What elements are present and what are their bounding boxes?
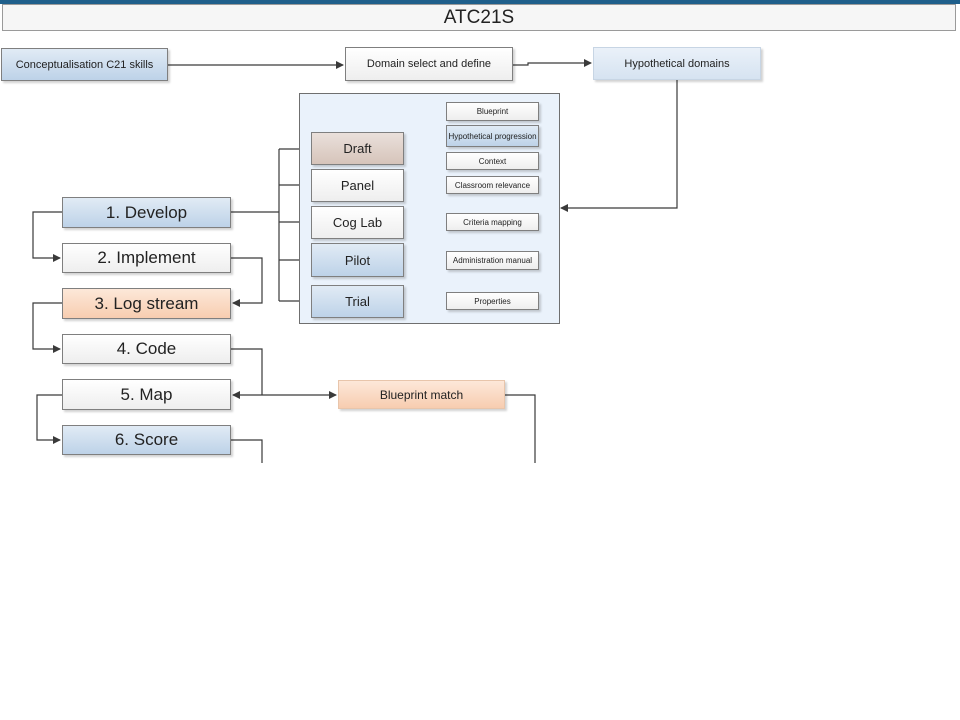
stage-code: 4. Code	[62, 334, 231, 364]
stage-implement: 2. Implement	[62, 243, 231, 273]
diagram-title: ATC21S	[2, 4, 956, 31]
arrow-implement-to-logstream	[231, 257, 263, 307]
top-accent-bar	[0, 0, 960, 4]
blueprint-match-box: Blueprint match	[338, 380, 505, 409]
stage-score: 6. Score	[62, 425, 231, 455]
domain-select-box: Domain select and define	[345, 47, 513, 81]
step-panel: Panel	[311, 169, 404, 202]
step-draft: Draft	[311, 132, 404, 165]
output-hypothetical-progression: Hypothetical progression	[446, 125, 539, 147]
stage-log-stream: 3. Log stream	[62, 288, 231, 319]
hypothetical-domains-box: Hypothetical domains	[593, 47, 761, 80]
arrow-logstream-to-code	[32, 302, 62, 353]
score-connector	[231, 439, 263, 463]
arrow-hypothetical-to-panel	[560, 80, 678, 212]
stage-map: 5. Map	[62, 379, 231, 410]
step-pilot: Pilot	[311, 243, 404, 277]
arrow-develop-to-implement	[32, 211, 62, 262]
arrow-domain-to-hypothetical	[513, 59, 592, 67]
stage-develop: 1. Develop	[62, 197, 231, 228]
step-cog-lab: Cog Lab	[311, 206, 404, 239]
conceptualisation-box: Conceptualisation C21 skills	[1, 48, 168, 81]
output-criteria-mapping: Criteria mapping	[446, 213, 539, 231]
output-classroom-relevance: Classroom relevance	[446, 176, 539, 194]
output-context: Context	[446, 152, 539, 170]
output-properties: Properties	[446, 292, 539, 310]
code-to-map-connector	[231, 348, 263, 395]
arrow-map-to-score	[36, 394, 62, 444]
step-trial: Trial	[311, 285, 404, 318]
output-blueprint: Blueprint	[446, 102, 539, 121]
output-administration-manual: Administration manual	[446, 251, 539, 270]
blueprint-match-connector	[505, 394, 536, 463]
